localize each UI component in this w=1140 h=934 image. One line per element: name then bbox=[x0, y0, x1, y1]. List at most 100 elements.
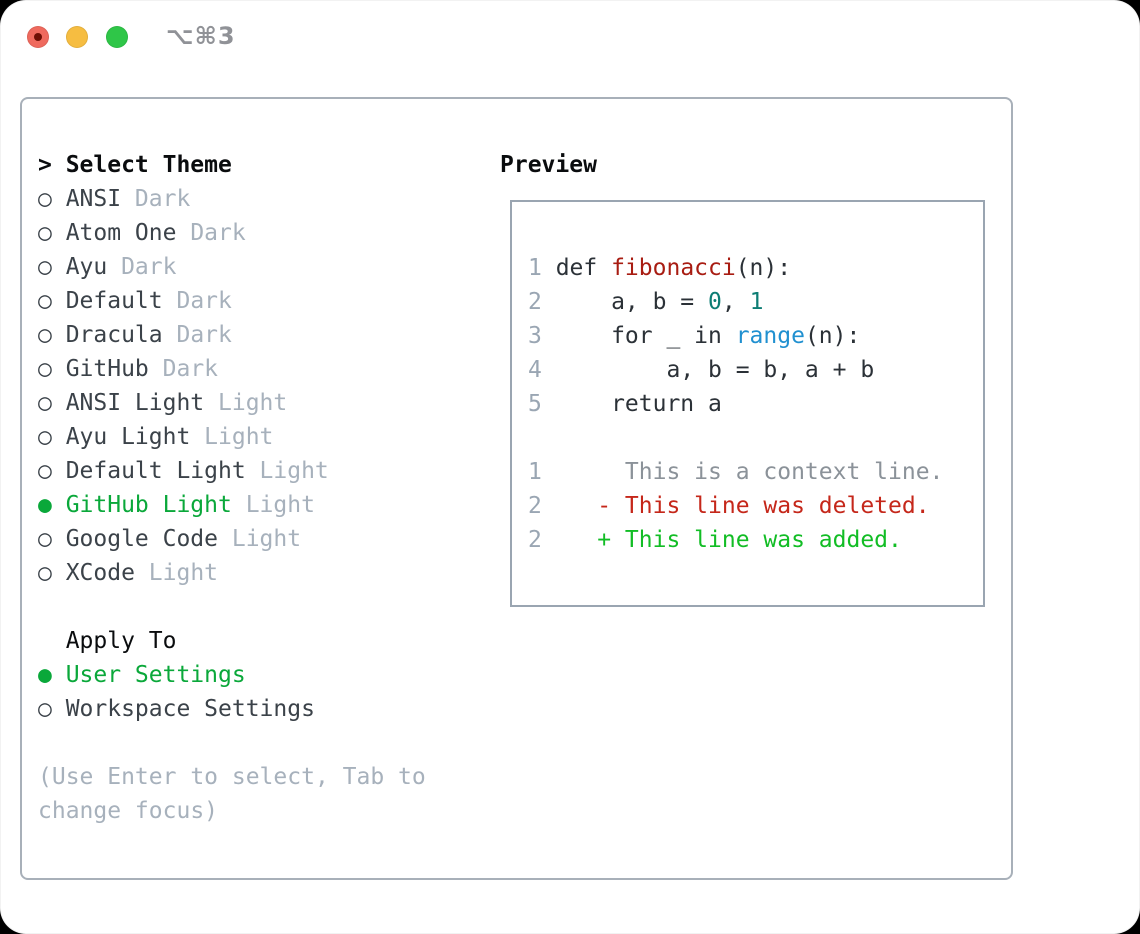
line-number: 1 bbox=[528, 459, 542, 485]
theme-option-default-dark[interactable]: ○ Default Dark bbox=[38, 284, 426, 318]
code-line: 2 a, b = 0, 1 bbox=[528, 285, 983, 319]
theme-name: XCode bbox=[65, 560, 135, 586]
line-number: 4 bbox=[528, 357, 542, 383]
radio-icon: ○ bbox=[38, 424, 52, 450]
theme-option-xcode[interactable]: ○ XCode Light bbox=[38, 556, 426, 590]
line-number: 5 bbox=[528, 391, 542, 417]
code-text: for _ in bbox=[555, 323, 736, 349]
code-text: , bbox=[721, 289, 750, 315]
code-text: a, b = b, a + b bbox=[555, 357, 875, 383]
theme-name: Default bbox=[65, 288, 163, 314]
theme-option-ansi-light[interactable]: ○ ANSI Light Light bbox=[38, 386, 426, 420]
diff-added-line: 2 + This line was added. bbox=[528, 523, 983, 557]
apply-option-name: Workspace Settings bbox=[65, 696, 315, 722]
select-theme-header: > Select Theme bbox=[38, 148, 426, 182]
code-line: 3 for _ in range(n): bbox=[528, 319, 983, 353]
line-number: 1 bbox=[528, 255, 542, 281]
theme-option-github-dark[interactable]: ○ GitHub Dark bbox=[38, 352, 426, 386]
keyboard-hint-line-1: (Use Enter to select, Tab to bbox=[38, 764, 426, 790]
diff-deleted-line: 2 - This line was deleted. bbox=[528, 489, 983, 523]
theme-variant-tag: Dark bbox=[176, 322, 232, 348]
apply-option-name: User Settings bbox=[65, 662, 246, 688]
function-name-token: fibonacci bbox=[611, 255, 736, 281]
radio-icon: ○ bbox=[38, 696, 52, 722]
theme-name: GitHub Light bbox=[65, 492, 232, 518]
radio-icon: ○ bbox=[38, 390, 52, 416]
theme-variant-tag: Light bbox=[148, 560, 219, 586]
apply-option-user-settings[interactable]: ● User Settings bbox=[38, 658, 426, 692]
theme-option-default-light[interactable]: ○ Default Light Light bbox=[38, 454, 426, 488]
theme-option-dracula-dark[interactable]: ○ Dracula Dark bbox=[38, 318, 426, 352]
radio-selected-icon: ● bbox=[38, 662, 52, 688]
theme-variant-tag: Dark bbox=[190, 220, 246, 246]
theme-variant-tag: Light bbox=[231, 526, 302, 552]
theme-option-ayu-dark[interactable]: ○ Ayu Dark bbox=[38, 250, 426, 284]
theme-variant-tag: Dark bbox=[121, 254, 177, 280]
select-theme-label: Select Theme bbox=[65, 152, 232, 178]
code-text: (n): bbox=[735, 255, 792, 281]
window-title: ⌥⌘3 bbox=[166, 22, 236, 50]
radio-selected-icon: ● bbox=[38, 492, 52, 518]
spacer bbox=[38, 726, 426, 760]
record-dot-icon bbox=[34, 33, 42, 41]
apply-to-header: Apply To bbox=[38, 624, 426, 658]
code-text: return a bbox=[555, 391, 722, 417]
diff-context-line: 1 This is a context line. bbox=[528, 455, 983, 489]
radio-icon: ○ bbox=[38, 458, 52, 484]
theme-variant-tag: Dark bbox=[134, 186, 191, 212]
radio-icon: ○ bbox=[38, 322, 52, 348]
theme-name: GitHub bbox=[65, 356, 149, 382]
theme-name: Ayu bbox=[65, 254, 108, 280]
theme-name: Dracula bbox=[65, 322, 163, 348]
apply-to-label: Apply To bbox=[65, 628, 177, 654]
code-text: (n): bbox=[804, 323, 861, 349]
theme-option-atom-one-dark[interactable]: ○ Atom One Dark bbox=[38, 216, 426, 250]
theme-option-google-code[interactable]: ○ Google Code Light bbox=[38, 522, 426, 556]
radio-icon: ○ bbox=[38, 186, 52, 212]
number-token: 1 bbox=[749, 289, 764, 315]
zoom-button[interactable] bbox=[106, 26, 128, 48]
theme-name: ANSI Light bbox=[65, 390, 205, 416]
code-line: 4 a, b = b, a + b bbox=[528, 353, 983, 387]
line-number: 3 bbox=[528, 323, 542, 349]
radio-icon: ○ bbox=[38, 560, 52, 586]
theme-variant-tag: Light bbox=[259, 458, 329, 484]
spacer bbox=[38, 590, 426, 624]
radio-icon: ○ bbox=[38, 220, 52, 246]
theme-option-ayu-light[interactable]: ○ Ayu Light Light bbox=[38, 420, 426, 454]
theme-name: Ayu Light bbox=[65, 424, 191, 450]
code-text: def bbox=[555, 255, 612, 281]
line-number: 2 bbox=[528, 527, 542, 553]
theme-name: Atom One bbox=[65, 220, 177, 246]
preview-header: Preview bbox=[500, 152, 597, 178]
keyboard-hint-line-2: change focus) bbox=[38, 798, 219, 824]
code-line: 1 def fibonacci(n): bbox=[528, 251, 983, 285]
radio-icon: ○ bbox=[38, 288, 52, 314]
theme-variant-tag: Dark bbox=[176, 288, 232, 314]
line-number: 2 bbox=[528, 289, 542, 315]
theme-name: Default Light bbox=[65, 458, 246, 484]
radio-icon: ○ bbox=[38, 356, 52, 382]
minimize-button[interactable] bbox=[66, 26, 88, 48]
code-line: 5 return a bbox=[528, 387, 983, 421]
deleted-text: - This line was deleted. bbox=[555, 493, 930, 519]
theme-name: Google Code bbox=[65, 526, 219, 552]
spacer bbox=[528, 421, 983, 455]
focus-caret-icon: > bbox=[38, 152, 52, 178]
theme-name: ANSI bbox=[65, 186, 122, 212]
radio-icon: ○ bbox=[38, 254, 52, 280]
theme-variant-tag: Dark bbox=[162, 356, 219, 382]
context-text: This is a context line. bbox=[555, 459, 944, 485]
theme-variant-tag: Light bbox=[204, 424, 274, 450]
theme-option-ansi-dark[interactable]: ○ ANSI Dark bbox=[38, 182, 426, 216]
theme-variant-tag: Light bbox=[218, 390, 288, 416]
close-button[interactable] bbox=[27, 26, 49, 48]
apply-option-workspace-settings[interactable]: ○ Workspace Settings bbox=[38, 692, 426, 726]
added-text: + This line was added. bbox=[555, 527, 902, 553]
radio-icon: ○ bbox=[38, 526, 52, 552]
